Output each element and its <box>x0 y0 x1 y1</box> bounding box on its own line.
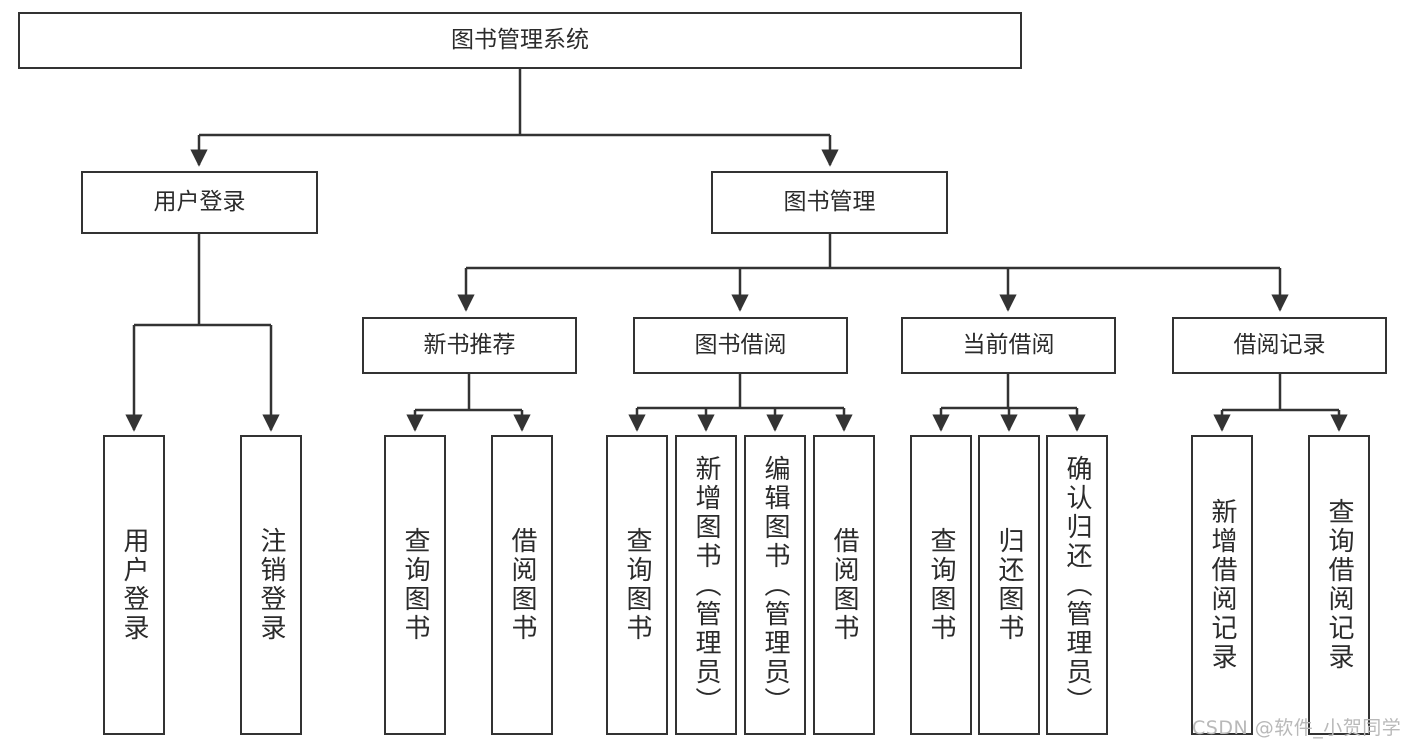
leaf-current-borrow-query-label: 查询图书 <box>926 527 956 643</box>
leaf-user-login-login-label: 用户登录 <box>119 527 149 643</box>
leaf-new-book-borrow-label: 借阅图书 <box>507 527 537 643</box>
leaf-borrow-record-query[interactable]: 查询借阅记录 <box>1308 435 1370 735</box>
node-user-login[interactable]: 用户登录 <box>81 171 318 234</box>
leaf-borrow-record-query-label: 查询借阅记录 <box>1324 498 1354 672</box>
leaf-book-borrow-add-label: 新增图书（管理员） <box>691 454 721 716</box>
leaf-borrow-record-add-label: 新增借阅记录 <box>1207 498 1237 672</box>
node-root-system[interactable]: 图书管理系统 <box>18 12 1022 69</box>
leaf-borrow-record-add[interactable]: 新增借阅记录 <box>1191 435 1253 735</box>
leaf-user-login-logout[interactable]: 注销登录 <box>240 435 302 735</box>
node-book-management[interactable]: 图书管理 <box>711 171 948 234</box>
leaf-current-borrow-confirm-label: 确认归还（管理员） <box>1062 454 1092 716</box>
leaf-current-borrow-confirm[interactable]: 确认归还（管理员） <box>1046 435 1108 735</box>
leaf-book-borrow-edit[interactable]: 编辑图书（管理员） <box>744 435 806 735</box>
node-new-book-recommend[interactable]: 新书推荐 <box>362 317 577 374</box>
leaf-book-borrow-query[interactable]: 查询图书 <box>606 435 668 735</box>
node-user-login-label: 用户登录 <box>153 189 246 216</box>
node-current-borrow-label: 当前借阅 <box>962 332 1055 359</box>
leaf-book-borrow-borrow[interactable]: 借阅图书 <box>813 435 875 735</box>
node-book-borrow-label: 图书借阅 <box>694 332 787 359</box>
leaf-user-login-login[interactable]: 用户登录 <box>103 435 165 735</box>
node-book-borrow[interactable]: 图书借阅 <box>633 317 848 374</box>
leaf-current-borrow-return[interactable]: 归还图书 <box>978 435 1040 735</box>
csdn-watermark: CSDN @软件_小贺同学 <box>1192 717 1402 739</box>
leaf-book-borrow-borrow-label: 借阅图书 <box>829 527 859 643</box>
node-current-borrow[interactable]: 当前借阅 <box>901 317 1116 374</box>
node-new-book-recommend-label: 新书推荐 <box>423 332 516 359</box>
leaf-user-login-logout-label: 注销登录 <box>256 527 286 643</box>
leaf-book-borrow-query-label: 查询图书 <box>622 527 652 643</box>
node-root-system-label: 图书管理系统 <box>451 27 589 54</box>
node-borrow-record[interactable]: 借阅记录 <box>1172 317 1387 374</box>
leaf-new-book-query[interactable]: 查询图书 <box>384 435 446 735</box>
node-borrow-record-label: 借阅记录 <box>1233 332 1326 359</box>
leaf-current-borrow-return-label: 归还图书 <box>994 527 1024 643</box>
leaf-new-book-query-label: 查询图书 <box>400 527 430 643</box>
leaf-book-borrow-add[interactable]: 新增图书（管理员） <box>675 435 737 735</box>
leaf-current-borrow-query[interactable]: 查询图书 <box>910 435 972 735</box>
leaf-new-book-borrow[interactable]: 借阅图书 <box>491 435 553 735</box>
leaf-book-borrow-edit-label: 编辑图书（管理员） <box>760 454 790 716</box>
node-book-management-label: 图书管理 <box>783 189 876 216</box>
